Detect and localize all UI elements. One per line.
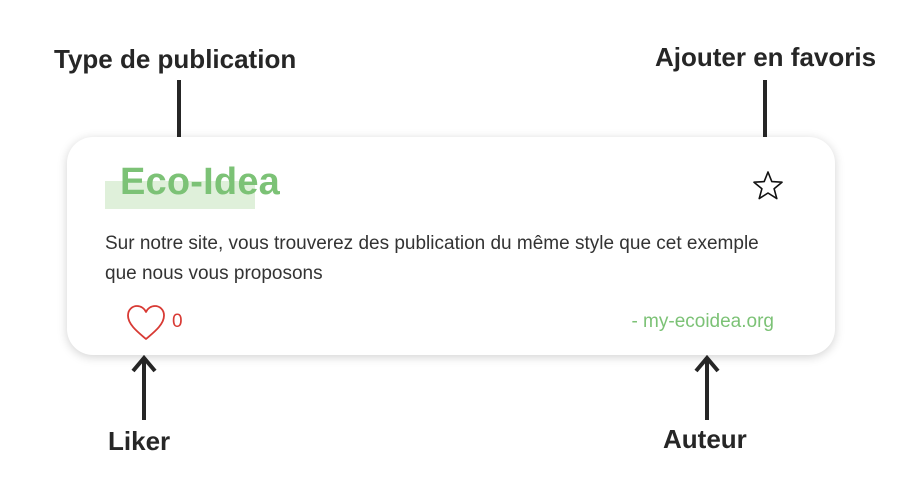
publication-description: Sur notre site, vous trouverez des publi… xyxy=(105,233,759,284)
favorite-button[interactable] xyxy=(751,169,785,203)
author-link[interactable]: - my-ecoidea.org xyxy=(631,311,774,332)
publication-card: Eco-Idea Sur notre site, vous trouverez … xyxy=(67,137,835,355)
like-button[interactable] xyxy=(125,303,167,343)
heart-outline-icon xyxy=(127,305,165,340)
publication-type: Eco-Idea xyxy=(120,161,280,203)
like-count: 0 xyxy=(172,311,183,332)
type-highlight xyxy=(105,181,255,209)
annotation-favorite-label: Ajouter en favoris xyxy=(655,42,877,72)
annotation-author-label: Auteur xyxy=(663,424,747,454)
star-outline-icon xyxy=(753,171,783,200)
arrow-up-icon xyxy=(131,354,157,420)
arrow-up-icon xyxy=(694,354,720,420)
annotation-like-label: Liker xyxy=(108,426,171,456)
annotation-type-label: Type de publication xyxy=(54,44,297,74)
